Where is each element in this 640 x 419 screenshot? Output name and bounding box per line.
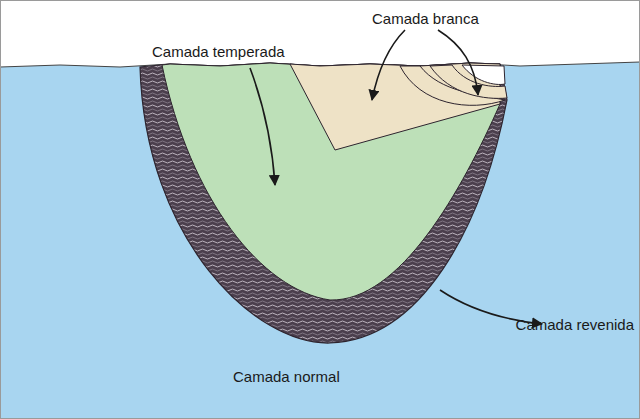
leader-arrow <box>250 68 275 185</box>
air-above-surface <box>0 0 640 67</box>
white-layer <box>290 63 500 150</box>
leader-arrow <box>372 30 405 100</box>
white-layer-arc <box>462 65 505 84</box>
layer-label: Camada normal <box>233 368 340 386</box>
tempered-layer <box>140 63 507 343</box>
leader-arrow <box>438 30 478 95</box>
layer-label: Camada branca <box>372 10 479 28</box>
layer-label: Camada revenida <box>516 316 634 334</box>
layer-label: Camada temperada <box>152 43 285 61</box>
white-layer-arc <box>430 65 507 98</box>
